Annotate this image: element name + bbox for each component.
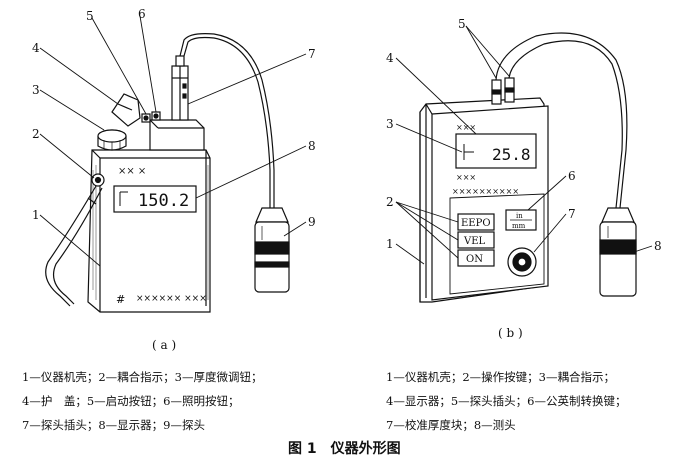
key-label-mm: mm	[512, 222, 526, 230]
callout-b-8: 8	[654, 239, 662, 253]
figure-title: 图 1 仪器外形图	[288, 441, 401, 457]
callout-b-3: 3	[386, 117, 394, 131]
callout-a-2: 2	[32, 127, 40, 141]
callout-a-3: 3	[32, 83, 40, 97]
vel-label: VEL	[463, 236, 486, 247]
legend-a-line-2: 4—护 盖；5—启动按钮；6—照明按钮；	[22, 394, 240, 408]
callout-a-8: 8	[308, 139, 316, 153]
protective-cover	[111, 93, 141, 127]
callout-a-1: 1	[32, 208, 40, 222]
probe-cable-b	[495, 32, 628, 209]
case-a-marks: ×× ×	[118, 166, 146, 177]
case-b-marks-bottom: ×××	[456, 173, 476, 182]
fine-adjust-knob	[97, 129, 127, 151]
calibration-block	[507, 247, 537, 277]
probe-plug-a	[171, 55, 189, 121]
coupling-indicator-a	[91, 173, 105, 187]
key-label-in: in	[516, 212, 523, 220]
instrument-a-case	[87, 149, 211, 313]
probe-a	[254, 207, 290, 293]
callout-a-5: 5	[86, 9, 94, 23]
legend-a: 1—仪器机壳；2—耦合指示；3—厚度微调钮； 4—护 盖；5—启动按钮；6—照明…	[22, 370, 262, 432]
display-b	[455, 133, 537, 169]
callout-a-6: 6	[138, 7, 146, 21]
callout-b-7: 7	[568, 207, 576, 221]
legend-b-line-1: 1—仪器机壳；2—操作按键；3—耦合指示；	[386, 370, 615, 384]
caption-a: ( a )	[152, 338, 177, 352]
on-label: ON	[466, 254, 483, 265]
legend-b-line-3: 7—校准厚度块；8—测头	[386, 418, 516, 432]
display-a	[113, 185, 197, 213]
case-b-crosses: ××××××××××	[452, 187, 519, 196]
case-a-crosses: ×××××× ×××	[136, 294, 207, 304]
callout-b-6: 6	[568, 169, 576, 183]
instrument-a	[39, 15, 307, 313]
display-b-value: 25.8	[492, 145, 531, 164]
callout-a-4: 4	[32, 41, 40, 55]
legend-a-line-1: 1—仪器机壳；2—耦合指示；3—厚度微调钮；	[22, 370, 263, 384]
case-b-marks-top: ×××	[456, 123, 476, 132]
callout-b-5: 5	[458, 17, 466, 31]
case-a-hash: #	[116, 293, 125, 306]
callout-a-7: 7	[308, 47, 316, 61]
legend-b-line-2: 4—显示器；5—探头插头；6—公英制转换键；	[386, 394, 627, 408]
callout-b-1: 1	[386, 237, 394, 251]
wrist-strap	[45, 185, 97, 307]
eepo-label: EEPO	[461, 218, 491, 229]
probe-cable-a	[179, 33, 275, 208]
caption-b: ( b )	[498, 326, 523, 340]
callout-b-2: 2	[386, 195, 394, 209]
instrument-a-top-block	[149, 119, 205, 151]
probe-b	[599, 207, 637, 297]
display-a-value: 150.2	[138, 191, 189, 211]
callout-a-9: 9	[308, 215, 316, 229]
legend-a-line-3: 7—探头插头；8—显示器；9—探头	[22, 418, 205, 432]
callout-b-4: 4	[386, 51, 394, 65]
legend-b: 1—仪器机壳；2—操作按键；3—耦合指示； 4—显示器；5—探头插头；6—公英制…	[386, 370, 626, 432]
instrument-b	[395, 25, 653, 303]
